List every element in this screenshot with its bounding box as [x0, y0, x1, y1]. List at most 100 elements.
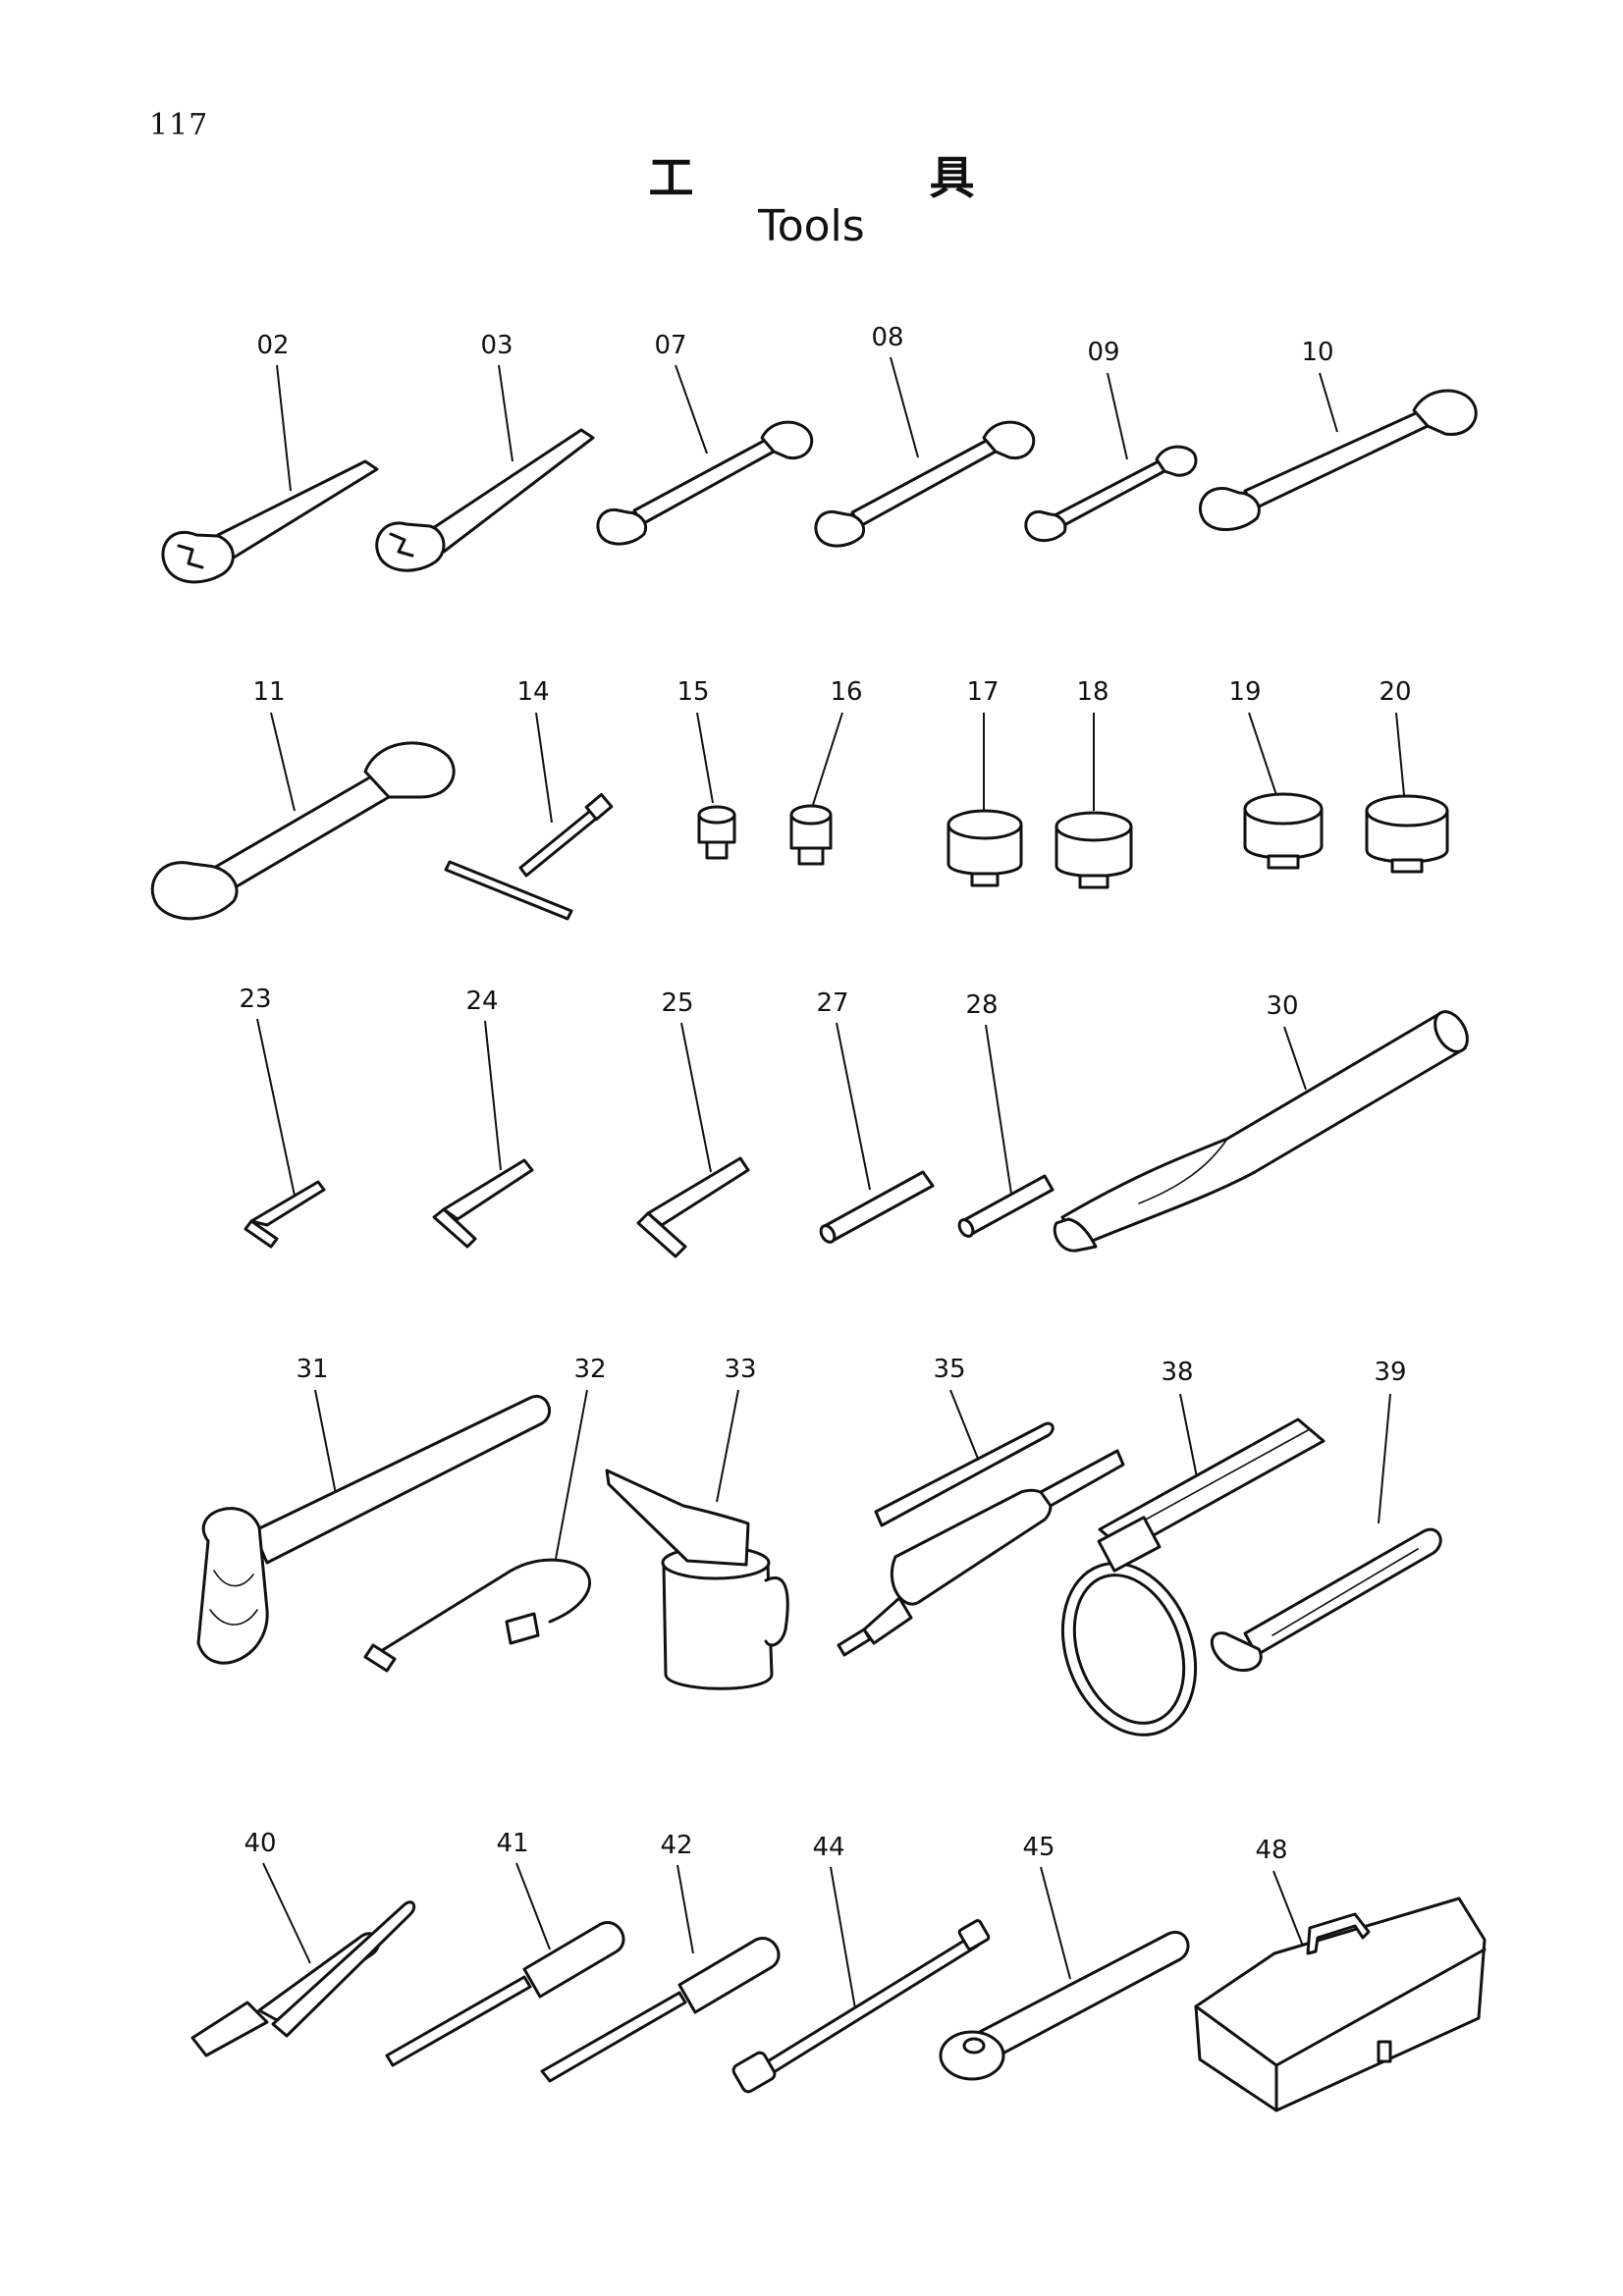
pliers-icon: [190, 1900, 416, 2057]
leader-line: [498, 364, 514, 462]
callout-label: 45: [1022, 1833, 1055, 1862]
part-27: 27: [816, 988, 935, 1244]
part-02: 02: [161, 331, 379, 584]
callout-label: 16: [830, 677, 862, 707]
callout-label: 10: [1301, 338, 1333, 367]
phillips-screwdriver-icon: [540, 1937, 781, 2083]
ratchet-handle-icon: [939, 1930, 1190, 2081]
part-31: 31: [196, 1355, 551, 1665]
socket-icon: [947, 809, 1023, 887]
leader-line: [1395, 712, 1405, 796]
leader-line: [810, 712, 843, 812]
callout-label: 14: [516, 677, 549, 707]
callout-label: 28: [965, 990, 998, 1020]
callout-label: 03: [480, 331, 513, 360]
leader-line: [1283, 1026, 1307, 1091]
leader-line: [949, 1389, 983, 1469]
extension-pipe-icon: [1053, 1010, 1469, 1253]
part-33: 33: [605, 1355, 789, 1690]
callout-label: 27: [816, 988, 848, 1018]
leader-line: [676, 1864, 694, 1954]
part-39: 39: [1210, 1358, 1442, 1672]
part-41: 41: [385, 1829, 625, 2067]
callout-label: 31: [296, 1355, 328, 1384]
double-open-end-wrench-icon: [596, 420, 814, 546]
part-10: 10: [1198, 338, 1478, 532]
part-45: 45: [939, 1833, 1190, 2081]
grease-gun-icon: [837, 1421, 1125, 1657]
callout-label: 20: [1379, 677, 1411, 707]
callout-label: 09: [1087, 338, 1119, 367]
leader-line: [1319, 372, 1338, 433]
leader-line: [484, 1020, 502, 1171]
hex-bar-icon: [819, 1170, 935, 1244]
callout-label: 19: [1228, 677, 1261, 707]
flat-screwdriver-icon: [385, 1921, 625, 2067]
part-03: 03: [375, 331, 595, 572]
leader-line: [680, 1022, 712, 1173]
socket-icon: [1055, 811, 1133, 889]
leader-line: [276, 364, 292, 492]
page-title-japanese: 工具: [648, 151, 1211, 204]
part-38: 38: [1060, 1358, 1325, 1736]
leader-line: [1248, 712, 1277, 796]
part-35: 35: [837, 1355, 1125, 1657]
hammer-icon: [196, 1394, 551, 1665]
callout-label: 23: [239, 985, 271, 1014]
callout-label: 15: [676, 677, 709, 707]
socket-icon: [1243, 792, 1324, 870]
part-09: 09: [1024, 338, 1198, 542]
callout-label: 38: [1161, 1358, 1193, 1387]
leader-line: [314, 1389, 339, 1505]
part-32: 32: [363, 1355, 607, 1673]
callout-label: 08: [871, 323, 903, 352]
callout-label: 41: [496, 1829, 528, 1858]
callout-label: 30: [1266, 991, 1298, 1021]
part-17: 17: [947, 677, 1023, 887]
part-16: 16: [789, 677, 863, 866]
leader-line: [1107, 372, 1128, 460]
t-handle-wrench-icon: [444, 792, 614, 921]
extension-bar-icon: [731, 1919, 991, 2094]
callout-label: 18: [1076, 677, 1109, 707]
leader-line: [270, 712, 296, 812]
callout-label: 11: [252, 677, 285, 707]
hex-key-icon: [432, 1158, 534, 1249]
leader-line: [1378, 1393, 1391, 1524]
leader-line: [1179, 1393, 1199, 1483]
leader-line: [1040, 1866, 1071, 1980]
part-08: 08: [814, 323, 1036, 548]
hex-key-icon: [243, 1180, 326, 1249]
part-23: 23: [239, 985, 326, 1249]
double-open-end-wrench-icon: [1024, 445, 1198, 542]
oil-can-icon: [605, 1468, 789, 1690]
part-15: 15: [676, 677, 736, 860]
callout-label: 24: [465, 987, 498, 1016]
leader-line: [696, 712, 714, 804]
part-18: 18: [1055, 677, 1133, 889]
callout-label: 42: [660, 1831, 692, 1860]
callout-label: 32: [573, 1355, 606, 1384]
leader-line: [675, 364, 708, 454]
tool-box-icon: [1194, 1896, 1487, 2112]
part-07: 07: [596, 331, 814, 546]
leader-line: [836, 1022, 871, 1191]
hex-bar-icon: [957, 1174, 1055, 1238]
part-48: 48: [1194, 1836, 1487, 2112]
callout-label: 44: [812, 1833, 844, 1862]
part-14: 14: [444, 677, 614, 921]
leader-line: [555, 1389, 588, 1560]
callout-label: 07: [654, 331, 686, 360]
part-19: 19: [1228, 677, 1324, 870]
leader-line: [256, 1018, 296, 1197]
callout-label: 48: [1255, 1836, 1287, 1865]
page-title-english: Tools: [758, 201, 865, 251]
part-25: 25: [636, 988, 750, 1258]
part-30: 30: [1053, 991, 1469, 1253]
page-number: 117: [149, 108, 209, 142]
double-open-end-wrench-icon: [814, 420, 1036, 548]
leader-line: [716, 1389, 739, 1503]
leader-line: [890, 356, 919, 458]
grease-hose-icon: [363, 1558, 592, 1673]
